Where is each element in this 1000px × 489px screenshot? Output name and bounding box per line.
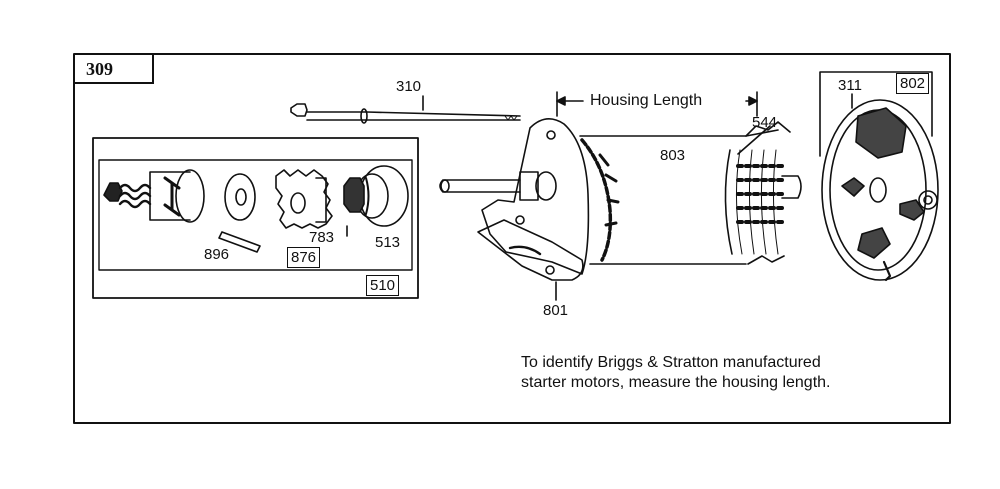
diagram-frame	[73, 53, 951, 424]
through-bolt-part	[290, 103, 521, 124]
part-label-brush: 311	[838, 77, 862, 94]
clutch-spring-part	[103, 169, 205, 223]
drive-assembly-group	[92, 137, 419, 299]
end-cap-802-part	[819, 71, 939, 282]
panel-number: 309	[86, 59, 113, 79]
note-line-1: To identify Briggs & Stratton manufactur…	[521, 354, 821, 371]
part-label-end-cap-left: 801	[543, 302, 569, 319]
nut-part	[343, 165, 409, 227]
part-label-roll-pin: 896	[204, 246, 230, 263]
pinion-gear-part	[275, 169, 333, 229]
part-label-housing: 803	[660, 147, 686, 164]
shaft-part	[439, 171, 557, 201]
part-label-armature: 544	[752, 114, 778, 131]
housing-length-dimension	[556, 91, 758, 117]
housing-803-part	[579, 121, 791, 265]
end-cap-801-part	[477, 118, 620, 281]
part-label-drive-kit: 876	[287, 247, 321, 268]
washer-part	[224, 173, 256, 221]
part-label-drive-assembly: 510	[366, 275, 400, 296]
roll-pin-part	[218, 231, 261, 253]
housing-length-label: Housing Length	[586, 92, 707, 110]
armature-544-part	[724, 149, 802, 255]
part-label-end-cap-right: 802	[896, 73, 930, 94]
part-label-nut: 513	[375, 234, 401, 251]
note-line-2: starter motors, measure the housing leng…	[521, 374, 831, 391]
panel-number-box: 309	[74, 54, 154, 84]
identification-note: To identify Briggs & Stratton manufactur…	[521, 353, 831, 393]
part-label-bolt: 310	[396, 78, 422, 95]
part-label-pinion-gear: 783	[309, 229, 335, 246]
